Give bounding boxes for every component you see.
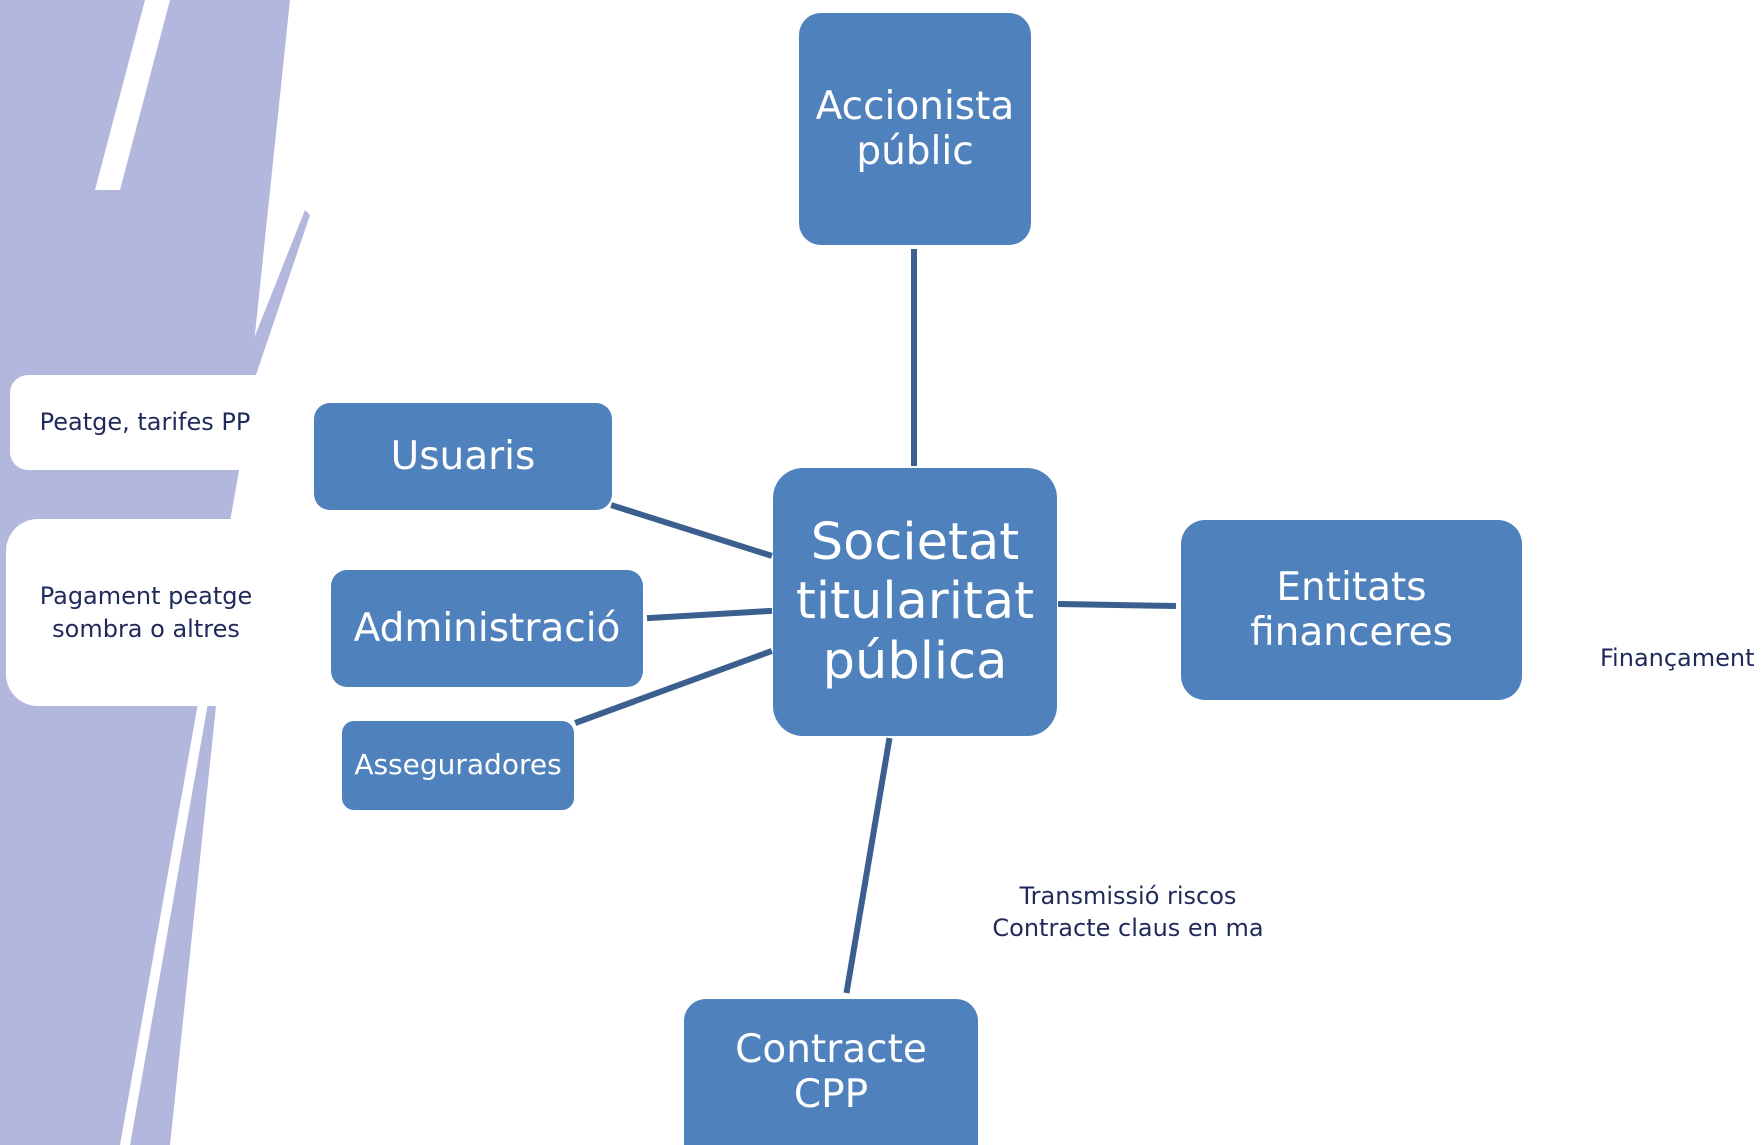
node-usuaris: Usuaris [314, 403, 612, 510]
label-transmissio-riscos: Transmissió riscos Contracte claus en ma [992, 882, 1264, 943]
label-pagament-peatge: Pagament peatge sombra o altres [6, 519, 286, 706]
connector-administracio [646, 607, 773, 622]
node-asseguradores: Asseguradores [342, 721, 574, 810]
label-financament: Finançament [1600, 644, 1755, 672]
background-stripe [20, 1045, 92, 1145]
connector-contracte [843, 737, 893, 994]
node-accionista-public: Accionista públic [799, 13, 1031, 245]
node-administracio: Administració [331, 570, 643, 687]
connector-asseguradores [574, 648, 773, 726]
label-peatge-tarifes: Peatge, tarifes PP [10, 375, 280, 470]
node-societat-titularitat-publica: Societat titularitat pública [773, 468, 1057, 736]
connector-usuaris [610, 502, 773, 559]
node-entitats-financeres: Entitats financeres [1181, 520, 1522, 700]
background-gap [95, 0, 170, 190]
node-contracte-cpp: Contracte CPP [684, 999, 978, 1145]
connector-entitats [1057, 600, 1177, 610]
